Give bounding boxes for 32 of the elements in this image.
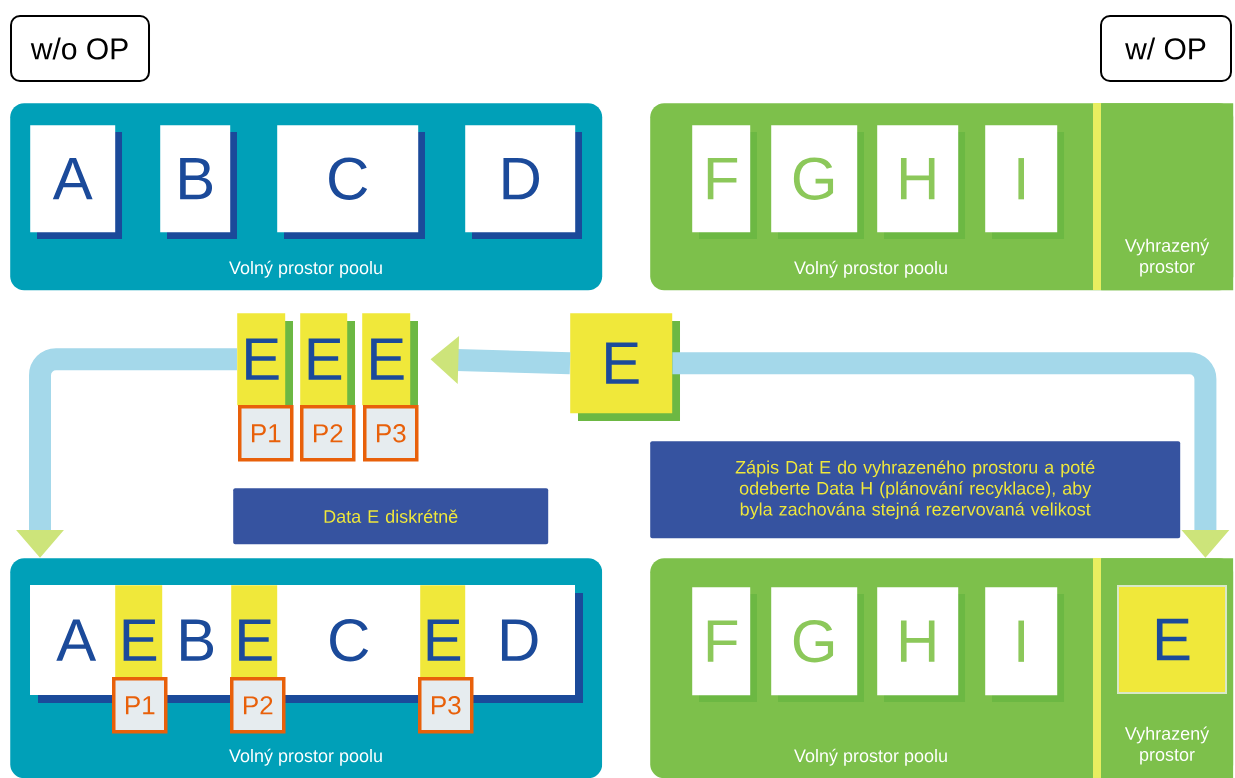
data-block: H	[877, 125, 965, 239]
data-block: E	[1117, 585, 1227, 694]
data-block: E	[300, 313, 355, 413]
page-box: P1	[112, 677, 168, 734]
data-letter: A	[56, 619, 97, 661]
data-letter: C	[330, 618, 369, 662]
data-block: C	[277, 125, 425, 239]
page-box: P3	[418, 677, 474, 734]
data-block: G	[771, 125, 864, 239]
page-box: P2	[230, 677, 286, 734]
note-box: Data E diskrétně	[233, 488, 549, 545]
page-box: P2	[300, 405, 356, 462]
data-block: E	[570, 313, 680, 421]
data-block: I	[985, 125, 1064, 239]
data-block: I	[985, 587, 1064, 702]
data-block: F	[692, 587, 757, 702]
data-block: E	[237, 313, 293, 413]
note-box: Zápis Dat E do vyhrazeného prostoru a poté odeberte Data H (plánování recyklace), aby byla zachována stejná rezervovaná velikost	[650, 441, 1181, 539]
data-block: D	[465, 125, 582, 239]
data-block: E	[362, 313, 418, 413]
mode-tag: w/o OP	[10, 15, 150, 82]
data-block: F	[692, 125, 757, 239]
data-block: B	[160, 125, 237, 239]
data-block: G	[771, 587, 864, 702]
data-letter: B	[181, 619, 214, 661]
data-letter: D	[501, 619, 538, 661]
page-box: P1	[238, 405, 294, 462]
page-box: P3	[363, 405, 419, 462]
mode-tag: w/ OP	[1100, 15, 1232, 82]
data-block: H	[877, 587, 965, 702]
data-block: A	[30, 125, 122, 239]
reserved-area: Vyhrazený prostor	[1093, 103, 1234, 291]
